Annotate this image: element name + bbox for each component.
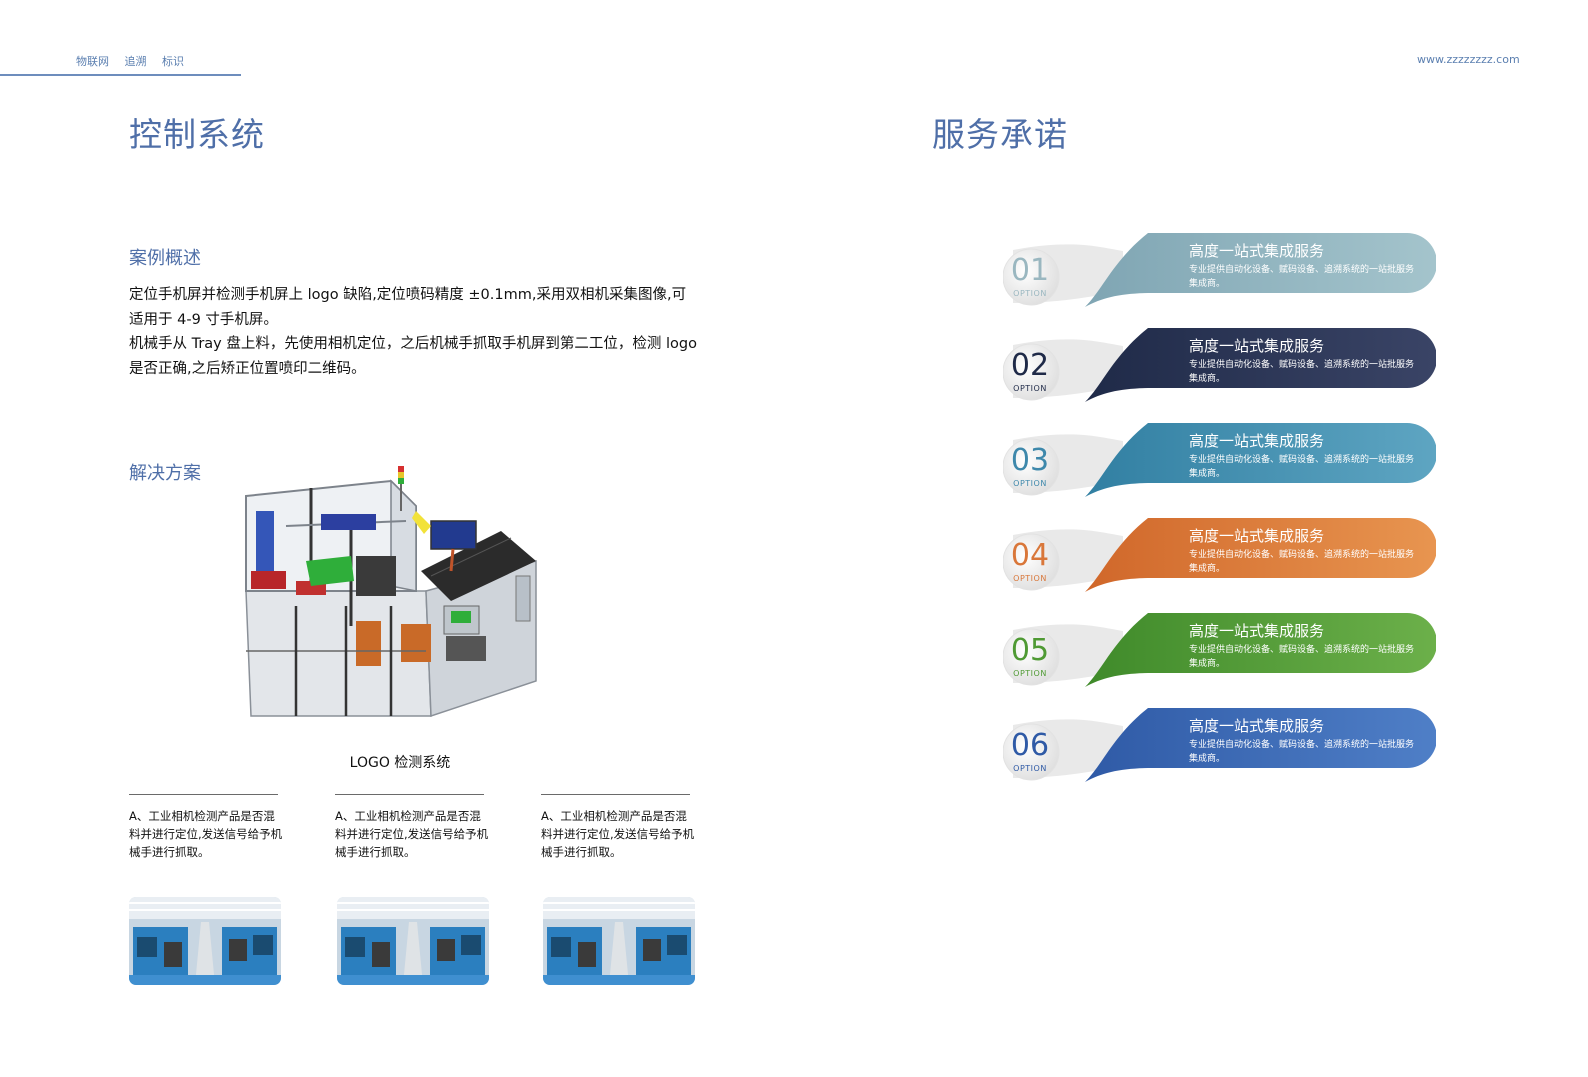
ribbon-shape xyxy=(1003,708,1436,782)
option-label: OPTION xyxy=(1013,574,1047,583)
overview-paragraph-1: 定位手机屏并检测手机屏上 logo 缺陷,定位喷码精度 ±0.1mm,采用双相机… xyxy=(129,287,687,328)
service-description: 专业提供自动化设备、赋码设备、追溯系统的一站批服务集成商。 xyxy=(1189,740,1415,764)
service-title: 高度一站式集成服务 xyxy=(1189,717,1325,735)
case-overview: 定位手机屏并检测手机屏上 logo 缺陷,定位喷码精度 ±0.1mm,采用双相机… xyxy=(129,283,699,381)
ribbon-shape xyxy=(1003,613,1436,687)
feature-card-1: A、工业相机检测产品是否混料并进行定位,发送信号给予机械手进行抓取。 xyxy=(129,794,283,861)
card-divider xyxy=(129,794,278,795)
option-number: 05 xyxy=(1010,633,1050,668)
option-number: 03 xyxy=(1010,443,1050,478)
ribbon-shape xyxy=(1003,423,1436,497)
solution-heading: 解决方案 xyxy=(129,463,201,484)
factory-photo-1 xyxy=(129,897,281,985)
option-label: OPTION xyxy=(1013,669,1047,678)
service-title: 高度一站式集成服务 xyxy=(1189,622,1325,640)
card-divider xyxy=(541,794,690,795)
card-text: A、工业相机检测产品是否混料并进行定位,发送信号给予机械手进行抓取。 xyxy=(335,809,489,859)
card-divider xyxy=(335,794,484,795)
logo-inspection-machine-image xyxy=(245,466,537,718)
service-title: 高度一站式集成服务 xyxy=(1189,432,1325,450)
option-label: OPTION xyxy=(1013,289,1047,298)
nav-item-iot[interactable]: 物联网 xyxy=(76,55,109,68)
option-number: 01 xyxy=(1010,253,1050,288)
service-description: 专业提供自动化设备、赋码设备、追溯系统的一站批服务集成商。 xyxy=(1189,550,1415,574)
service-item-4: 04 OPTION 高度一站式集成服务 专业提供自动化设备、赋码设备、追溯系统的… xyxy=(1003,518,1436,604)
service-description: 专业提供自动化设备、赋码设备、追溯系统的一站批服务集成商。 xyxy=(1189,360,1415,384)
case-heading: 案例概述 xyxy=(129,248,201,269)
service-description: 专业提供自动化设备、赋码设备、追溯系统的一站批服务集成商。 xyxy=(1189,265,1415,289)
website-url[interactable]: www.zzzzzzzz.com xyxy=(1417,53,1520,66)
service-title: 高度一站式集成服务 xyxy=(1189,242,1325,260)
option-number: 02 xyxy=(1010,348,1050,383)
service-title: 高度一站式集成服务 xyxy=(1189,337,1325,355)
service-item-5: 05 OPTION 高度一站式集成服务 专业提供自动化设备、赋码设备、追溯系统的… xyxy=(1003,613,1436,699)
factory-photo-2 xyxy=(337,897,489,985)
left-page-title: 控制系统 xyxy=(129,115,265,154)
option-number: 04 xyxy=(1010,538,1050,573)
right-page-title: 服务承诺 xyxy=(932,115,1068,154)
overview-paragraph-2: 机械手从 Tray 盘上料，先使用相机定位，之后机械手抓取手机屏到第二工位，检测… xyxy=(129,336,697,377)
ribbon-shape xyxy=(1003,328,1436,402)
option-label: OPTION xyxy=(1013,764,1047,773)
service-description: 专业提供自动化设备、赋码设备、追溯系统的一站批服务集成商。 xyxy=(1189,645,1415,669)
service-item-3: 03 OPTION 高度一站式集成服务 专业提供自动化设备、赋码设备、追溯系统的… xyxy=(1003,423,1436,509)
header-underline xyxy=(0,74,241,76)
feature-card-2: A、工业相机检测产品是否混料并进行定位,发送信号给予机械手进行抓取。 xyxy=(335,794,489,861)
service-item-2: 02 OPTION 高度一站式集成服务 专业提供自动化设备、赋码设备、追溯系统的… xyxy=(1003,328,1436,414)
service-title: 高度一站式集成服务 xyxy=(1189,527,1325,545)
service-item-1: 01 OPTION 高度一站式集成服务 专业提供自动化设备、赋码设备、追溯系统的… xyxy=(1003,233,1436,319)
ribbon-shape xyxy=(1003,233,1436,307)
option-label: OPTION xyxy=(1013,479,1047,488)
option-number: 06 xyxy=(1010,728,1050,763)
nav-item-label[interactable]: 标识 xyxy=(162,55,184,68)
header-nav: 物联网 追溯 标识 xyxy=(76,53,196,69)
factory-photo-3 xyxy=(543,897,695,985)
option-label: OPTION xyxy=(1013,384,1047,393)
card-text: A、工业相机检测产品是否混料并进行定位,发送信号给予机械手进行抓取。 xyxy=(129,809,283,859)
service-description: 专业提供自动化设备、赋码设备、追溯系统的一站批服务集成商。 xyxy=(1189,455,1415,479)
ribbon-shape xyxy=(1003,518,1436,592)
feature-card-3: A、工业相机检测产品是否混料并进行定位,发送信号给予机械手进行抓取。 xyxy=(541,794,695,861)
nav-item-trace[interactable]: 追溯 xyxy=(124,55,147,68)
machine-caption: LOGO 检测系统 xyxy=(349,755,451,771)
card-text: A、工业相机检测产品是否混料并进行定位,发送信号给予机械手进行抓取。 xyxy=(541,809,695,859)
service-item-6: 06 OPTION 高度一站式集成服务 专业提供自动化设备、赋码设备、追溯系统的… xyxy=(1003,708,1436,794)
